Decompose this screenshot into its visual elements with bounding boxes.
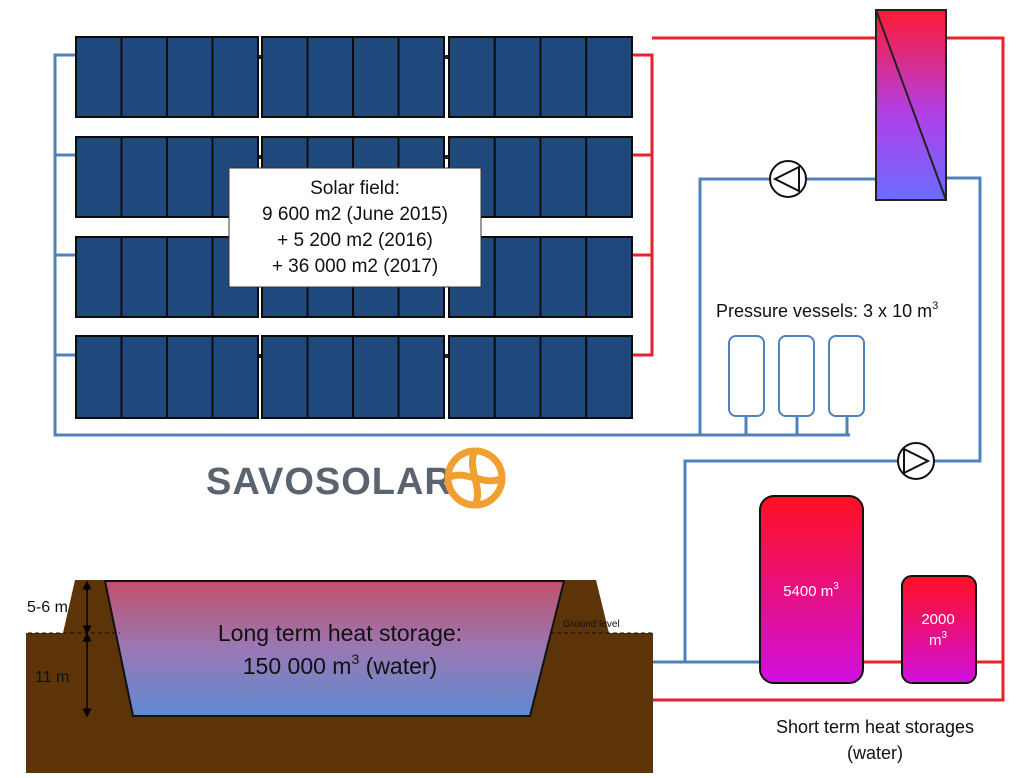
solar-collector-module <box>261 335 309 419</box>
tank-large-volume: 5400 m3 <box>783 581 839 600</box>
solar-collector-module <box>539 335 588 419</box>
solar-collector-module <box>75 136 123 218</box>
solar-collector-module <box>539 236 588 318</box>
ground-level-label: Ground level <box>563 619 620 630</box>
solar-collector-module <box>539 36 588 118</box>
solar-collector-module <box>166 335 214 419</box>
solar-collector-module <box>166 236 214 318</box>
hot-pipes <box>540 36 1005 702</box>
storage-cold-pipe <box>683 459 898 664</box>
solar-collector-module <box>585 136 633 218</box>
solar-collector-module <box>585 236 633 318</box>
tank-small-volume-line1: 2000 <box>921 611 954 628</box>
short-term-caption-line2: (water) <box>847 743 903 763</box>
pressure-vessels-label: Pressure vessels: 3 x 10 m3 <box>716 300 938 321</box>
solar-collector-module <box>166 36 214 118</box>
solar-field-info-box: Solar field: 9 600 m2 (June 2015) + 5 20… <box>228 167 482 288</box>
solar-collector-module <box>306 36 354 118</box>
collector-flow-manifold <box>632 53 654 357</box>
solar-collector-module <box>448 335 496 419</box>
solar-collector-module <box>211 335 259 419</box>
solar-collector-module <box>493 335 542 419</box>
solar-collector-module <box>585 335 633 419</box>
short-term-tank-small: 2000 m3 <box>901 575 977 684</box>
solar-collector-module <box>306 335 354 419</box>
long-term-heat-storage: Ground level 5-6 m 11 m Long term heat s… <box>26 580 653 773</box>
solar-collector-module <box>261 36 309 118</box>
storage-pit-water <box>103 580 566 717</box>
solar-collector-module <box>448 36 496 118</box>
solar-collector-module <box>352 335 400 419</box>
solar-field-title: Solar field: <box>310 178 400 199</box>
heat-exchanger <box>875 9 947 201</box>
solar-field-area-2017: + 36 000 m2 (2017) <box>272 256 438 277</box>
solar-collector-module <box>397 335 445 419</box>
pump-secondary-icon <box>897 442 935 480</box>
solar-collector-module <box>352 36 400 118</box>
depth-above-label: 5-6 m <box>27 599 68 616</box>
storage-volume: 150 000 m3 (water) <box>243 651 437 679</box>
tank-small-volume-line2: m3 <box>929 630 948 649</box>
storage-title: Long term heat storage: <box>218 620 462 646</box>
heat-exchanger-divider <box>875 9 947 201</box>
short-term-tank-large: 5400 m3 <box>759 495 864 684</box>
solar-collector-module <box>493 136 542 218</box>
depth-below-label: 11 m <box>35 669 69 686</box>
pressure-vessel <box>778 335 815 417</box>
solar-collector-module <box>211 36 259 118</box>
pump-primary-icon <box>769 160 807 198</box>
pressure-vessels <box>728 335 865 417</box>
solar-collector-module <box>166 136 214 218</box>
short-term-caption-line1: Short term heat storages <box>776 717 974 737</box>
hx-cold-return-pipe <box>698 177 770 435</box>
solar-collector-module <box>493 236 542 318</box>
pressure-vessel <box>828 335 865 417</box>
hx-secondary-hot-pipe <box>540 36 1005 702</box>
solar-collector-module <box>120 36 168 118</box>
collector-return-manifold <box>53 53 700 437</box>
solar-collector-module <box>75 36 123 118</box>
solar-field-area-2015: 9 600 m2 (June 2015) <box>262 204 448 225</box>
solar-collector-module <box>397 36 445 118</box>
solar-collector-module <box>75 236 123 318</box>
solar-collector-module <box>120 236 168 318</box>
solar-collector-module <box>493 36 542 118</box>
pressure-vessel <box>728 335 765 417</box>
savosolar-sun-icon <box>444 447 506 509</box>
solar-collector-module <box>120 335 168 419</box>
solar-collector-module <box>539 136 588 218</box>
savosolar-logo: SAVOSOLAR <box>206 447 506 509</box>
solar-collector-module <box>75 335 123 419</box>
solar-collector-module <box>120 136 168 218</box>
solar-field-area-2016: + 5 200 m2 (2016) <box>277 230 433 251</box>
hx-secondary-cold-pipe <box>934 176 982 463</box>
solar-panel-field <box>75 36 633 419</box>
solar-collector-module <box>585 36 633 118</box>
savosolar-wordmark: SAVOSOLAR <box>206 461 453 503</box>
